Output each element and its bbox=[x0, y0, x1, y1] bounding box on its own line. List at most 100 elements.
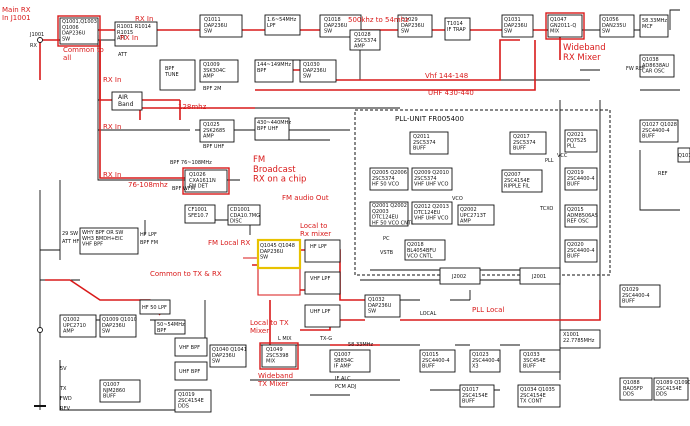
wire-pll: PLL bbox=[545, 158, 554, 164]
block-q1047 bbox=[547, 14, 583, 38]
wire-j1001: J1001 bbox=[29, 32, 44, 38]
wire-local: LOCAL bbox=[420, 311, 436, 317]
mid-section bbox=[79, 227, 401, 328]
block-q1025 bbox=[199, 119, 235, 143]
ann-common-tx-rx: Common to TX & RX bbox=[150, 270, 222, 278]
block-q1049 bbox=[261, 344, 297, 368]
block-q1089 bbox=[653, 377, 689, 401]
block-lpf-1 bbox=[264, 14, 301, 36]
ann-vhf: Vhf 144-148 bbox=[425, 72, 468, 80]
label-hf50lpf: HF 50 LPF bbox=[142, 305, 167, 311]
block-q2005 bbox=[369, 167, 409, 191]
wire-bpf-76: BPF 76~108MHz bbox=[170, 160, 212, 166]
block-q1011 bbox=[199, 14, 243, 38]
block-q1026 bbox=[184, 169, 228, 193]
ground-symbol bbox=[34, 405, 46, 407]
wire-58mhz: 58.33MHz bbox=[348, 342, 373, 348]
wire-vco: VCO bbox=[452, 196, 463, 202]
block-cf1001 bbox=[184, 204, 216, 224]
block-q1034 bbox=[517, 384, 561, 408]
wire-tcxo: TCXO bbox=[539, 206, 553, 212]
block-cd1001 bbox=[227, 204, 261, 226]
wire-labels: J1001 RX TX FWD REV 5V REF ATT TX-G 58.3… bbox=[29, 32, 668, 412]
block-q1007b bbox=[99, 379, 141, 403]
pll-unit-box bbox=[354, 109, 611, 276]
block-j2002 bbox=[439, 267, 481, 285]
highlight-q1049 bbox=[259, 342, 299, 370]
wire-ref: REF bbox=[658, 171, 668, 177]
block-bpf1 bbox=[159, 59, 196, 91]
block-q1031 bbox=[501, 14, 534, 38]
block-mcf bbox=[639, 14, 669, 38]
label-j2001: J2001 bbox=[531, 274, 546, 280]
block-q1029b bbox=[619, 284, 661, 308]
jack-tx-out bbox=[37, 327, 43, 333]
ann-rx-in-4: RX In bbox=[103, 123, 121, 131]
block-q1056 bbox=[599, 14, 635, 38]
ann-76-108: 76-108mhz bbox=[128, 181, 168, 189]
block-vhf-bpf bbox=[174, 337, 208, 357]
label-hf-lpf: HF LPF bbox=[310, 244, 327, 250]
wire-bpf-2m: BPF 2M bbox=[203, 86, 221, 92]
wire-tx-g: TX-G bbox=[319, 336, 332, 342]
wire-vcc: VCC bbox=[557, 153, 568, 159]
block-q2020 bbox=[564, 239, 598, 263]
ann-uhf: UHF 430-440 bbox=[428, 89, 474, 97]
label-vhf-bpf: VHF BPF bbox=[179, 345, 200, 351]
pll-unit-title: PLL-UNIT FR005400 bbox=[395, 115, 464, 123]
block-q2012 bbox=[411, 201, 453, 225]
block-q1088 bbox=[619, 377, 653, 401]
ann-pll-local: PLL Local bbox=[472, 306, 504, 314]
wire-fwd: FWD bbox=[60, 396, 72, 402]
wire-pc: PC bbox=[383, 236, 390, 242]
wire-att: ATT bbox=[118, 52, 128, 58]
ann-rx-in-1: RX In bbox=[135, 15, 153, 23]
jack-j1001 bbox=[37, 37, 43, 43]
block-q1038 bbox=[639, 54, 675, 78]
block-q1045 bbox=[256, 238, 302, 270]
ann-fm-audio: FM audio Out bbox=[282, 194, 329, 202]
block-j2001 bbox=[519, 267, 561, 285]
block-q2002b bbox=[457, 204, 495, 226]
block-q2017 bbox=[509, 131, 547, 155]
ann-rx-in-5: RX In bbox=[103, 171, 121, 179]
block-q1023 bbox=[469, 349, 501, 373]
block-q1040 bbox=[209, 344, 247, 368]
highlight-q1001 bbox=[57, 15, 101, 47]
connector-markers bbox=[34, 37, 46, 407]
small-label-1: ATT HF bbox=[62, 239, 79, 245]
wire-l-mix: L MIX bbox=[278, 336, 292, 342]
wire-rev: REV bbox=[60, 406, 71, 412]
